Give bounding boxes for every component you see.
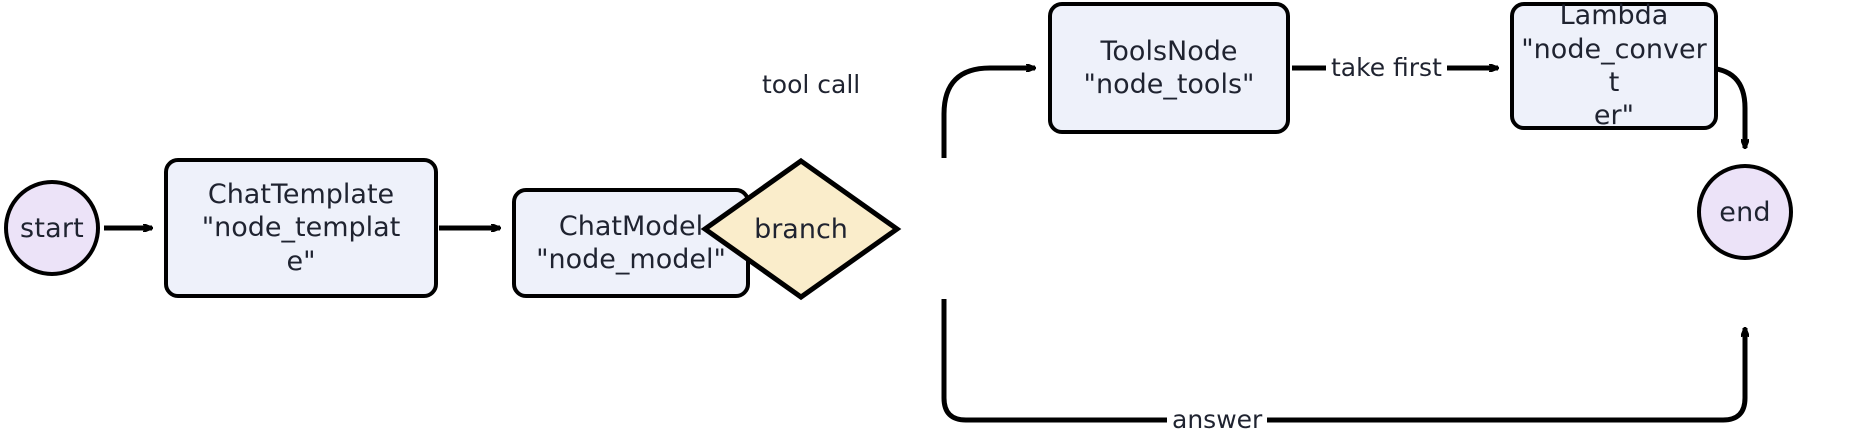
node-branch-label: branch [754, 213, 848, 245]
node-end[interactable]: end [1697, 164, 1793, 260]
node-chat-template-label: ChatTemplate "node_templat e" [201, 178, 401, 277]
node-converter[interactable]: Lambda "node_convert er" [1510, 0, 1718, 132]
edge-label-take-first-text: take first [1331, 53, 1442, 82]
node-tools[interactable]: ToolsNode "node_tools" [1048, 2, 1290, 134]
node-chat-model[interactable]: ChatModel "node_model" [512, 188, 750, 298]
node-end-label: end [1719, 196, 1771, 228]
node-start[interactable]: start [4, 180, 100, 276]
edge-branch-to-end [941, 299, 1745, 423]
branch-diamond-shape [700, 157, 902, 301]
node-converter-label: Lambda "node_convert er" [1521, 0, 1707, 132]
node-chat-model-label: ChatModel "node_model" [536, 210, 726, 275]
edge-label-answer: answer [1167, 405, 1268, 434]
edge-label-tool-call-text: tool call [762, 70, 861, 99]
node-start-label: start [20, 212, 84, 244]
node-branch[interactable]: branch [700, 156, 902, 302]
node-chat-template[interactable]: ChatTemplate "node_templat e" [164, 158, 438, 298]
node-tools-label: ToolsNode "node_tools" [1083, 35, 1255, 100]
edge-branch-to-tools [941, 68, 1035, 158]
edge-label-answer-text: answer [1172, 405, 1263, 434]
edge-label-tool-call: tool call [757, 70, 866, 99]
edge-label-take-first: take first [1326, 55, 1447, 80]
